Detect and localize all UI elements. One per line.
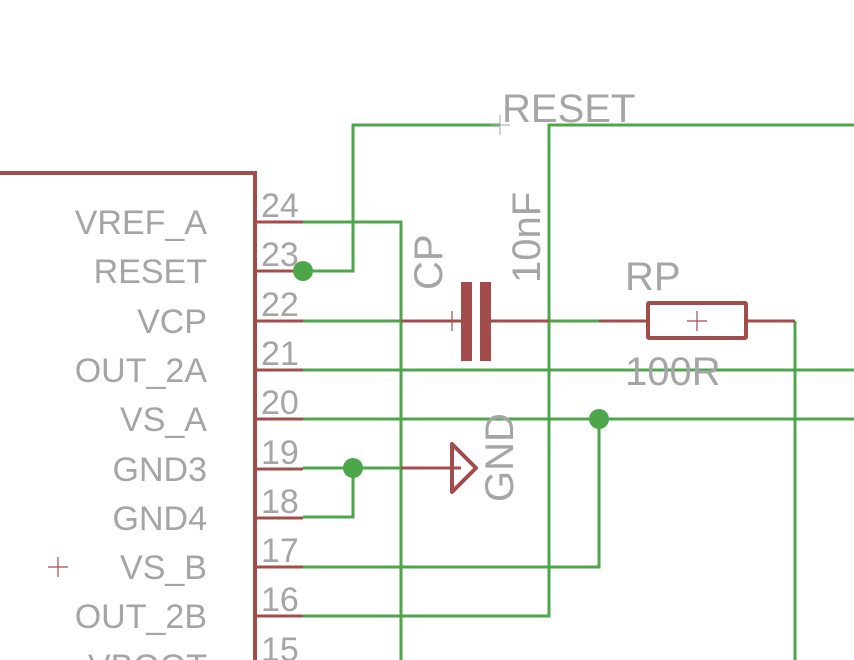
ic-pin[interactable]: 15VBOOT bbox=[88, 631, 303, 660]
ic-pin[interactable]: 24 VREF_A bbox=[75, 187, 303, 242]
ic-pin[interactable]: 19 GND3 bbox=[113, 434, 303, 489]
ic-pin[interactable]: 22 VCP bbox=[137, 286, 303, 341]
pin-name: RESET bbox=[94, 253, 207, 291]
junction-dot bbox=[343, 458, 363, 478]
capacitor-cp[interactable]: CP 10nF bbox=[401, 192, 549, 361]
net-label-text: RESET bbox=[502, 87, 635, 131]
capacitor-plate bbox=[480, 282, 491, 361]
junction-dot bbox=[293, 261, 313, 281]
pin-name: GND3 bbox=[113, 451, 207, 489]
net-label-reset[interactable]: RESET bbox=[490, 87, 635, 135]
pin-number: 19 bbox=[261, 434, 299, 472]
ic-body-outline bbox=[0, 171, 257, 660]
resistor-value: 100R bbox=[625, 350, 721, 394]
pin-number: 17 bbox=[261, 532, 299, 570]
pin-name: VS_B bbox=[120, 549, 207, 587]
ground-icon bbox=[450, 442, 478, 494]
ground-label: GND bbox=[478, 413, 522, 502]
ic-pin[interactable]: 17 VS_B bbox=[120, 532, 303, 587]
pin-number: 20 bbox=[261, 384, 299, 422]
junction-dot bbox=[589, 409, 609, 429]
capacitor-value: 10nF bbox=[505, 192, 549, 283]
wire-reset[interactable] bbox=[303, 123, 500, 273]
resistor-rp[interactable]: RP 100R bbox=[599, 255, 795, 394]
pin-name: VCP bbox=[137, 303, 207, 341]
wires bbox=[303, 123, 854, 660]
pin-number: 16 bbox=[261, 581, 299, 619]
ic-pin[interactable]: 16 OUT_2B bbox=[75, 581, 303, 636]
ic-pin[interactable]: 20 VS_A bbox=[120, 384, 303, 439]
pin-name: VBOOT bbox=[88, 648, 207, 660]
ic-pin[interactable]: 21 OUT_2A bbox=[75, 335, 303, 390]
wire-gnd4[interactable] bbox=[303, 468, 355, 519]
wire-vref-a[interactable] bbox=[303, 220, 403, 660]
pin-name: VS_A bbox=[120, 401, 207, 439]
ic-symbol[interactable]: 24 VREF_A 23 RESET 22 VCP 21 OUT_2A 20 VS_A 19 GND3… bbox=[0, 171, 303, 660]
pin-name: VREF_A bbox=[75, 204, 208, 242]
capacitor-plate bbox=[461, 282, 472, 361]
pin-number: 15 bbox=[261, 631, 299, 660]
pin-number: 24 bbox=[261, 187, 299, 225]
resistor-name: RP bbox=[625, 255, 681, 299]
pin-number: 22 bbox=[261, 286, 299, 324]
ic-origin-cross bbox=[48, 557, 68, 577]
ic-pin[interactable]: 23 RESET bbox=[94, 236, 303, 291]
ground-symbol[interactable]: GND bbox=[401, 413, 522, 502]
pin-name: OUT_2B bbox=[75, 598, 207, 636]
junctions bbox=[293, 261, 609, 478]
wire-vs-b[interactable] bbox=[303, 419, 601, 569]
capacitor-name: CP bbox=[407, 234, 451, 290]
pin-number: 23 bbox=[261, 236, 299, 274]
pin-number: 21 bbox=[261, 335, 299, 373]
pin-name: GND4 bbox=[113, 500, 207, 538]
ic-pin[interactable]: 18 GND4 bbox=[113, 483, 303, 538]
pin-name: OUT_2A bbox=[75, 352, 208, 390]
pin-number: 18 bbox=[261, 483, 299, 521]
resistor-body bbox=[646, 301, 748, 340]
